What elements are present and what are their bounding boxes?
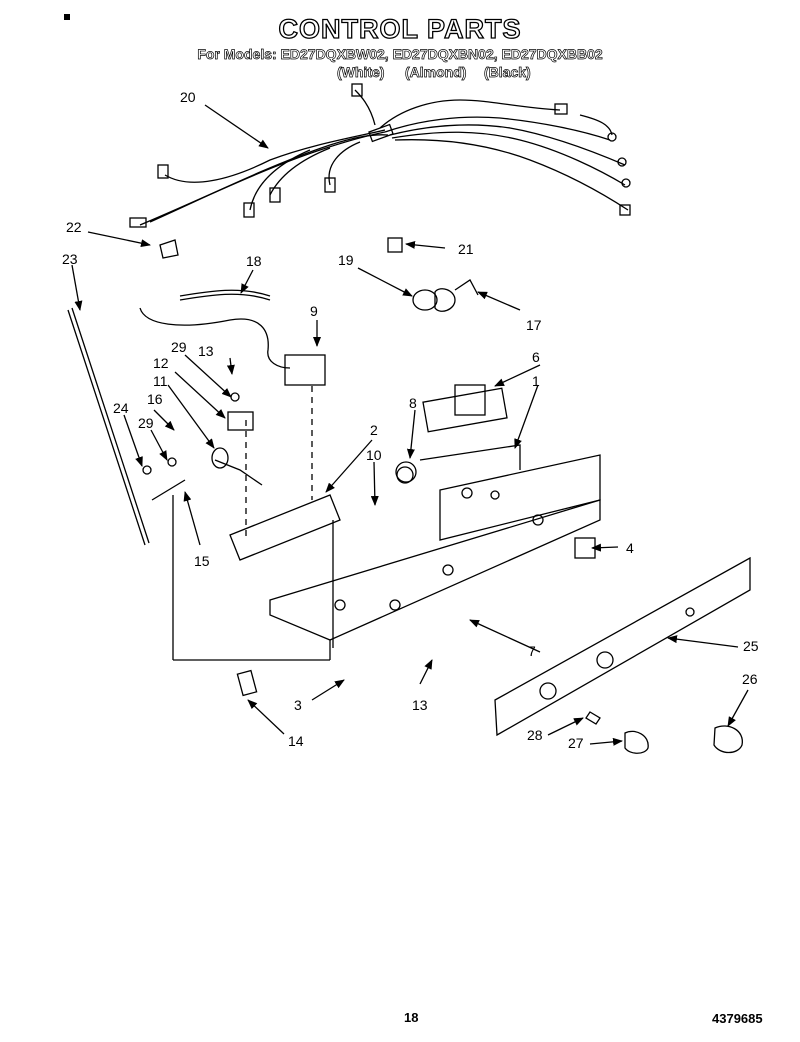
capillary-tube: [139, 289, 291, 369]
callout-7: 7: [528, 643, 536, 659]
callout-14: 14: [288, 733, 304, 749]
page-title: CONTROL PARTS: [278, 13, 522, 44]
callout-23: 23: [62, 251, 78, 267]
color-almond: (Almond): [405, 64, 467, 81]
document-number: 4379685: [712, 1011, 763, 1026]
callout-labels: 20 21 22 23 18 19 17 9 6 1 8 2 10 29 13 …: [62, 89, 759, 751]
callout-15: 15: [194, 553, 210, 569]
corner-mark: [64, 14, 70, 20]
callout-12: 12: [153, 355, 169, 371]
color-black: (Black): [484, 64, 531, 81]
callout-11: 11: [153, 373, 168, 389]
models-line: For Models: ED27DQXBW02, ED27DQXBN02, ED…: [197, 46, 603, 63]
callout-2: 2: [370, 422, 378, 438]
callout-24: 24: [113, 400, 129, 416]
callout-28: 28: [527, 727, 543, 743]
callout-17: 17: [526, 317, 542, 333]
callout-1: 1: [532, 373, 540, 389]
callout-18: 18: [246, 253, 262, 269]
callout-13b: 13: [412, 697, 428, 713]
callout-4: 4: [626, 540, 634, 556]
callout-20: 20: [180, 89, 196, 105]
color-white: (White): [337, 64, 385, 81]
control-housing: [229, 444, 601, 660]
callout-26: 26: [742, 671, 758, 687]
callout-29b: 29: [138, 415, 154, 431]
callout-19: 19: [338, 252, 354, 268]
callout-3: 3: [294, 697, 302, 713]
callout-22: 22: [66, 219, 82, 235]
callout-27: 27: [568, 735, 584, 751]
wiring-harness: [129, 83, 631, 228]
leader-lines: [71, 104, 749, 746]
callout-9: 9: [310, 303, 318, 319]
callout-25: 25: [743, 638, 759, 654]
callout-21: 21: [458, 241, 474, 257]
callout-6: 6: [532, 349, 540, 365]
callout-10: 10: [366, 447, 382, 463]
page-number: 18: [404, 1010, 419, 1025]
callout-8: 8: [409, 395, 417, 411]
callout-29a: 29: [171, 339, 187, 355]
callout-13a: 13: [198, 343, 214, 359]
control-components: [67, 237, 596, 697]
callout-16: 16: [147, 391, 163, 407]
